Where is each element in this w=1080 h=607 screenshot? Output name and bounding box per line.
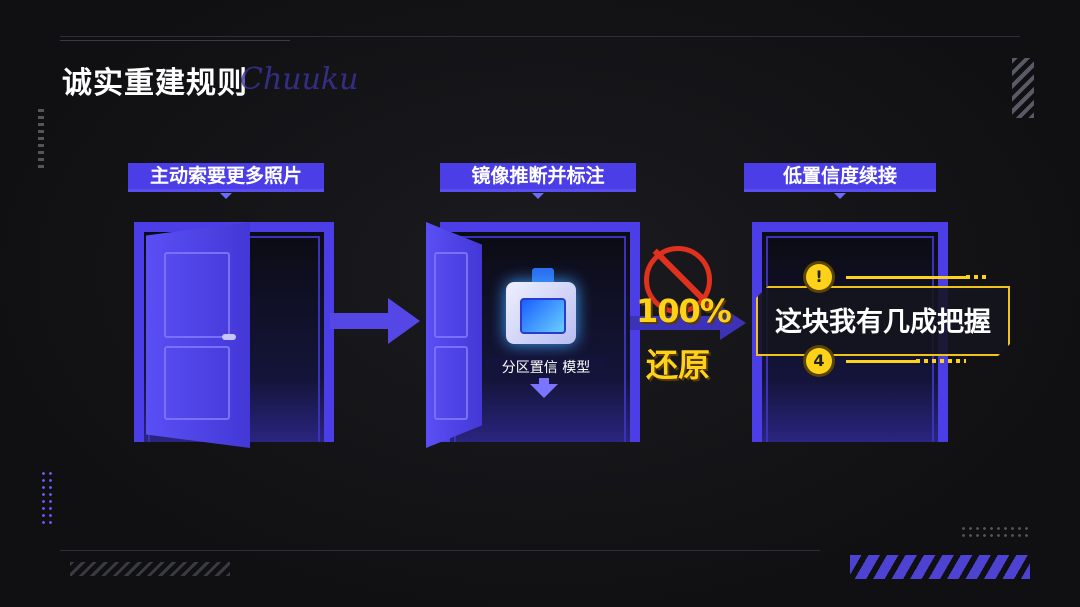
dot-grid-right	[960, 525, 1030, 539]
dot-grid-left	[40, 470, 54, 526]
door-handle-icon	[222, 334, 236, 340]
step-3-label-text: 低置信度续接	[782, 165, 897, 187]
confidence-model-cube-icon	[496, 268, 586, 348]
frame-top-line	[60, 36, 1020, 37]
arrow-right-icon	[330, 298, 420, 344]
callout-top-hatch	[966, 275, 990, 279]
frame-bottom-line	[60, 550, 820, 551]
arrow-right-faded-icon	[630, 306, 746, 340]
zone-confidence-model-label: 分区置信 模型	[486, 356, 606, 380]
stripe-decoration-bottom-right	[850, 555, 1030, 579]
step-3-label: 低置信度续接	[744, 163, 936, 199]
step-2-label: 镜像推断并标注	[440, 163, 636, 199]
down-arrow-stem	[539, 378, 549, 386]
prohibited-icon	[644, 246, 712, 314]
warning-badge-icon: !	[806, 264, 832, 290]
step-2-open-door	[426, 222, 482, 448]
number-badge: 4	[806, 348, 832, 374]
callout-bottom-hatch	[916, 359, 966, 363]
step-1-label-text: 主动索要更多照片	[149, 165, 302, 187]
hatch-decoration-bottom-left	[70, 562, 230, 576]
callout-bottom-line	[846, 360, 916, 363]
step-2-label-text: 镜像推断并标注	[471, 165, 605, 187]
full-restore-percent: 100%	[636, 292, 732, 330]
title-script-decoration: Chuuku	[240, 62, 359, 97]
step-1-label: 主动索要更多照片	[128, 163, 324, 199]
confidence-callout-box	[756, 286, 1010, 356]
full-restore-word: 还原	[646, 346, 711, 384]
page-title: 诚实重建规则	[62, 66, 248, 101]
down-arrow-icon	[530, 384, 558, 398]
hatch-decoration-top-right	[1012, 58, 1034, 118]
callout-top-line	[846, 276, 966, 279]
frame-top-accent	[60, 40, 290, 41]
confidence-callout-text: 这块我有几成把握	[775, 307, 991, 338]
hatch-decoration-left	[38, 108, 44, 168]
step-1-open-door	[146, 222, 250, 448]
